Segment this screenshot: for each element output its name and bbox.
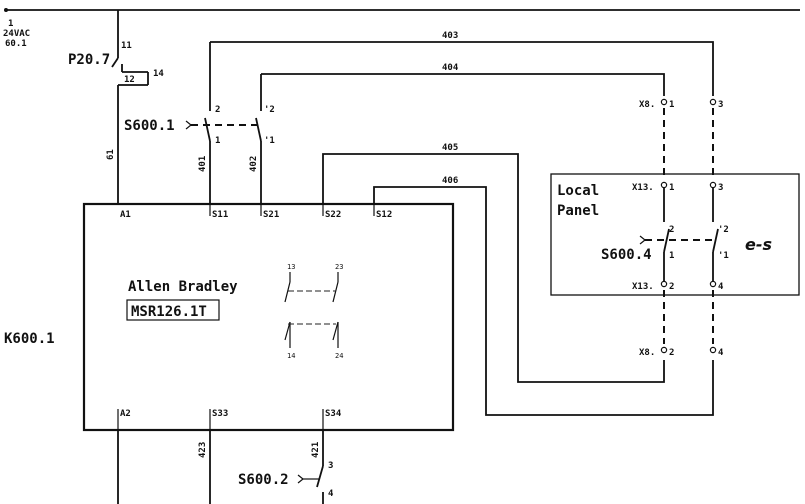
s600-2-pin-3: 3 [328,461,333,471]
bottom-branches: 423 [117,430,211,504]
x8-top-tag: X8. [639,100,655,110]
field-cabling [663,108,714,344]
wire-406-label: 406 [442,176,458,186]
s600-1-pin-2a: 2 [215,105,220,115]
wire-421-label: 421 [311,442,321,458]
p20-7-contact: P20.7 11 12 14 61 [68,10,164,204]
x13-top-right: 3 [718,183,723,193]
s600-1-switch: S600.1 2 '2 1 '1 401 402 [124,42,275,204]
x13-bottom-tag: X13. [632,282,654,292]
local-panel: Local Panel [550,173,800,296]
contact-23: 23 [335,263,343,271]
wire-403: 403 [210,31,714,96]
p20-7-pin-12: 12 [124,75,135,85]
p20-7-pin-14: 14 [153,69,164,79]
relay-maker: Allen Bradley [128,279,238,295]
supply-index: 1 [8,19,13,29]
x13-bottom-left: 2 [669,282,674,292]
local-panel-line1: Local [557,183,599,199]
s600-1-pin-1b: '1 [264,136,275,146]
terminal-x13-bottom: X13. 2 4 [632,280,724,292]
wire-401-label: 401 [198,156,208,172]
wire-423-label: 423 [198,442,208,458]
terminal-s11: S11 [212,210,228,220]
s600-2-tag: S600.2 [238,472,289,488]
terminal-s12: S12 [376,210,392,220]
s600-4-handwritten-note: e-s [745,235,772,254]
s600-1-pin-1a: 1 [215,136,220,146]
s600-4-switch: S600.4 2 '2 1 '1 e-s [601,188,772,281]
x8-bottom-tag: X8. [639,348,655,358]
terminal-s34: S34 [325,409,342,419]
terminal-s21: S21 [263,210,279,220]
x8-top-left: 1 [669,100,674,110]
wire-403-label: 403 [442,31,458,41]
terminal-a2: A2 [120,409,131,419]
s600-2-pin-4: 4 [328,489,334,499]
wire-406: 406 [373,176,714,416]
x13-top-tag: X13. [632,183,654,193]
terminal-x8-bottom: X8. 2 4 [639,346,724,358]
p20-7-tag: P20.7 [68,52,110,68]
terminal-s33: S33 [212,409,228,419]
s600-4-pin-2a: 2 [669,225,674,235]
wire-61-label: 61 [106,149,116,160]
supply-ref: 60.1 [5,39,27,49]
s600-4-pin-1a: 1 [669,251,674,261]
s600-1-pin-2b: '2 [264,105,275,115]
s600-4-tag: S600.4 [601,247,652,263]
contact-14: 14 [287,352,295,360]
s600-1-tag: S600.1 [124,118,175,134]
terminal-s22: S22 [325,210,341,220]
relay-k600-1: K600.1 Allen Bradley MSR126.1T A1 S11 S2… [4,202,455,432]
wire-404: 404 [261,63,665,96]
x8-top-right: 3 [718,100,723,110]
x13-bottom-right: 4 [718,282,724,292]
wire-405: 405 [322,143,665,383]
wire-402-label: 402 [249,156,259,172]
terminal-x8-top: X8. 1 3 [639,98,723,110]
terminal-x13-top: X13. 1 3 [632,181,723,193]
relay-output-contacts: 13 23 14 24 [284,263,343,360]
contact-24: 24 [335,352,343,360]
wire-405-label: 405 [442,143,458,153]
x8-bottom-left: 2 [669,348,674,358]
supply-label: 1 24VAC 60.1 [3,19,30,49]
supply-voltage: 24VAC [3,29,30,39]
s600-4-pin-1b: '1 [718,251,729,261]
terminal-a1: A1 [120,210,131,220]
wire-404-label: 404 [442,63,459,73]
relay-tag: K600.1 [4,331,55,347]
s600-4-pin-2b: '2 [718,225,729,235]
x8-bottom-right: 4 [718,348,724,358]
supply-bus [4,8,800,12]
p20-7-pin-11: 11 [121,41,132,51]
local-panel-line2: Panel [557,203,599,219]
contact-13: 13 [287,263,295,271]
x13-top-left: 1 [669,183,674,193]
relay-model: MSR126.1T [131,304,207,320]
s600-2-switch: 421 S600.2 3 4 [238,430,334,504]
